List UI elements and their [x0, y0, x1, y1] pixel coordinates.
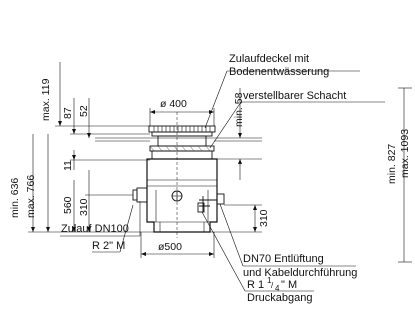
label-r1-prefix: R 1 — [247, 279, 264, 291]
cover-grid — [153, 126, 211, 132]
label-r1-frac-den: 4 — [275, 284, 280, 293]
dim-310-left: 310 — [78, 198, 90, 216]
flange-hatching — [149, 145, 211, 152]
label-zulaufdeckel-line2: Bodenentwässerung — [229, 66, 329, 78]
dim-d400-text: ø 400 — [160, 98, 187, 110]
dim-d500-text: ø500 — [158, 241, 182, 253]
shaft-upper — [157, 135, 207, 147]
shaft-middle — [151, 150, 213, 160]
dim-min58: min. 58 — [233, 92, 245, 127]
dim-560: 560 — [62, 196, 74, 214]
label-schacht: verstellbarer Schacht — [243, 90, 346, 102]
label-r1-suffix: " M — [281, 279, 297, 291]
label-dn70-line1: DN70 Entlüftung — [243, 253, 324, 265]
vertical-dim-lines — [28, 62, 154, 233]
dim-87: 87 — [62, 107, 74, 119]
pump-shaft-body — [95, 112, 262, 238]
label-zulaufdeckel-line1: Zulaufdeckel mit — [229, 53, 309, 65]
leader-lines — [60, 70, 385, 292]
inlet-dn100 — [136, 187, 148, 203]
label-r1-quarter: R 1 1 / 4 " M — [247, 276, 297, 293]
shaft-flange — [149, 145, 215, 152]
label-r2m: R 2" M — [92, 240, 125, 252]
vertical-dim-lines-right — [210, 87, 412, 263]
dim-min827: min. 827 — [386, 144, 398, 184]
dim-max1093: max. 1093 — [399, 129, 411, 178]
dim-11: 11 — [62, 160, 74, 171]
vent-dn70 — [216, 193, 225, 205]
dim-diameter-500 — [140, 232, 215, 258]
dim-min636: min. 636 — [9, 178, 21, 218]
svg-text:/: / — [271, 281, 274, 290]
cover-plate — [151, 131, 213, 137]
dim-max119: max. 119 — [40, 78, 52, 121]
dim-max766: max. 766 — [25, 175, 37, 218]
label-zulauf: Zulauf DN100 — [61, 223, 129, 235]
label-druckabgang: Druckabgang — [247, 292, 312, 304]
dim-diameter-400 — [149, 108, 215, 126]
pressure-outlet — [199, 196, 217, 212]
dim-52: 52 — [78, 105, 90, 117]
label-r1-frac-num: 1 — [267, 276, 272, 285]
label-dn70-line2: und Kabeldurchführung — [243, 267, 357, 279]
dim-310-right: 310 — [258, 209, 270, 227]
